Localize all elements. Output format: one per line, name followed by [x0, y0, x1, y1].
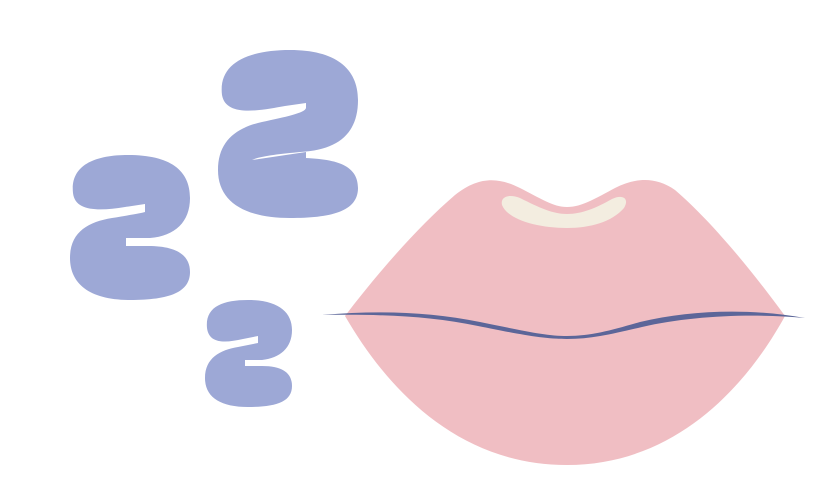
lips-icon	[322, 180, 805, 465]
lip-highlight	[501, 196, 627, 228]
lips-shape	[345, 180, 785, 465]
z-letter-medium-icon	[70, 155, 190, 300]
mouth-line	[322, 311, 805, 339]
z-letter-small-icon	[205, 300, 292, 407]
z-letter-large-icon	[218, 50, 358, 218]
